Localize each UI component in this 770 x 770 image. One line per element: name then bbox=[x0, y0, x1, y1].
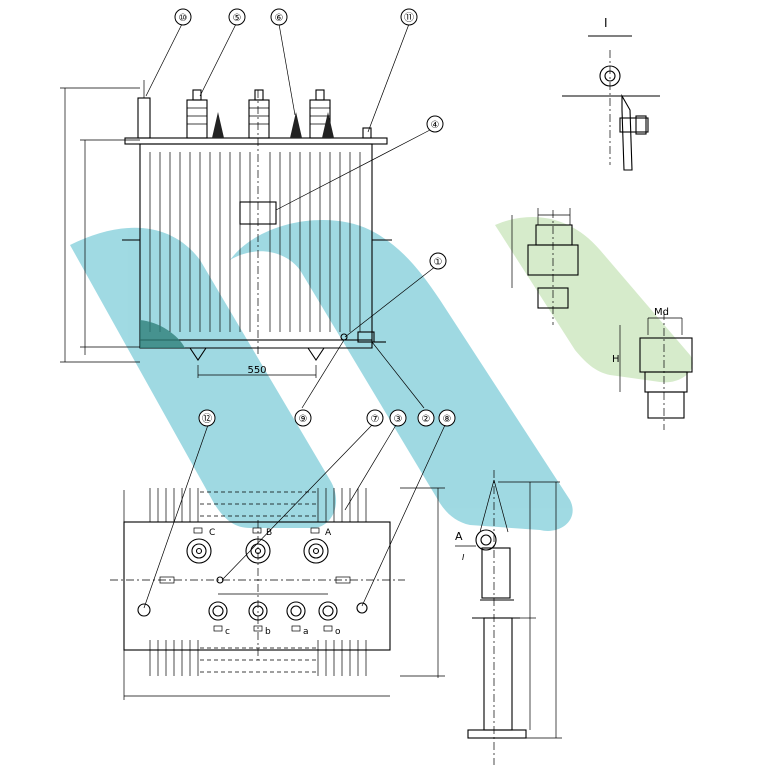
cooling-fins bbox=[149, 152, 361, 332]
callouts: ⑩ ⑤ ⑥ ⑪ ④ ① ⑨ ② ⑫ ⑦ ③ ⑧ bbox=[174, 8, 456, 427]
lv-terminal-b: b bbox=[265, 627, 271, 637]
nameplate bbox=[239, 201, 277, 225]
plan-bottom-fins bbox=[149, 640, 367, 676]
side-view: A I bbox=[455, 470, 562, 765]
lv-terminal-o: o bbox=[335, 627, 341, 637]
callout-6: ⑥ bbox=[275, 13, 284, 24]
detail-I-ref: I bbox=[462, 553, 465, 562]
detail-I-label: I bbox=[604, 16, 608, 30]
watermark-logo bbox=[70, 217, 693, 531]
plan-hv-terminals bbox=[186, 527, 329, 564]
leader-lines bbox=[143, 23, 446, 609]
hv-terminal-a: A bbox=[325, 528, 332, 538]
callout-5: ⑤ bbox=[233, 13, 242, 24]
callout-8: ⑧ bbox=[443, 414, 452, 425]
plan-view: C B A c b a o bbox=[110, 487, 445, 700]
callout-11: ⑪ bbox=[404, 12, 414, 24]
bolt-detail-lower: Md H bbox=[612, 307, 693, 430]
front-elevation-view: 550 bbox=[60, 80, 392, 378]
callout-4: ④ bbox=[431, 120, 440, 131]
lv-bushings bbox=[212, 112, 334, 138]
nut-size-label: Md bbox=[654, 307, 669, 318]
callout-2: ② bbox=[422, 414, 431, 425]
wheel-gauge-dimension: 550 bbox=[247, 365, 266, 376]
detail-I-view: I bbox=[562, 16, 660, 171]
callout-10: ⑩ bbox=[179, 13, 188, 24]
bolt-detail-upper bbox=[511, 208, 579, 325]
hv-terminal-c: C bbox=[209, 528, 215, 538]
lv-terminal-c: c bbox=[225, 627, 230, 637]
callout-12: ⑫ bbox=[202, 413, 212, 425]
callout-9: ⑨ bbox=[299, 414, 308, 425]
hv-bushings bbox=[186, 89, 331, 139]
detail-A-label: A bbox=[455, 530, 463, 543]
callout-1: ① bbox=[434, 257, 443, 268]
callout-3: ③ bbox=[394, 414, 403, 425]
hv-terminal-b: B bbox=[266, 528, 272, 538]
callout-7: ⑦ bbox=[371, 414, 380, 425]
lv-terminal-a: a bbox=[303, 627, 309, 637]
height-label: H bbox=[612, 354, 620, 365]
plan-lv-terminals bbox=[208, 593, 338, 632]
plan-top-fins bbox=[149, 488, 367, 522]
